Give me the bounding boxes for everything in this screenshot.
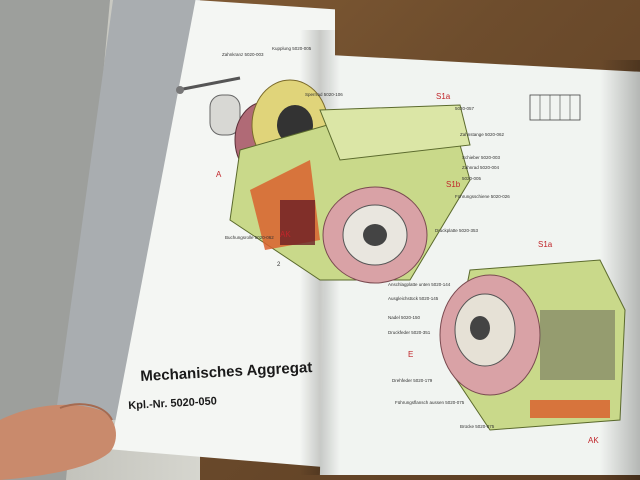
callout: Kupplung 5020-005 — [272, 46, 312, 51]
mechanism-illustration-top — [176, 76, 471, 284]
marker-s1b: S1b — [446, 180, 461, 189]
marker-ak: AK — [280, 230, 291, 239]
callout: 5020-005 — [462, 176, 482, 181]
callout: Brücke 5020-075 — [460, 424, 495, 429]
callout: Anschlagplatte unten 5020-144 — [388, 282, 451, 287]
callout: Zahnstange 5020-062 — [460, 132, 505, 137]
mechanism-illustration-bottom — [439, 259, 626, 431]
roller-cylinder — [209, 94, 241, 136]
callout: Druckfeder 5020-351 — [388, 330, 431, 335]
top-plate — [319, 104, 471, 161]
lever-arm — [176, 76, 241, 94]
callout: Zahnkranz 5020-003 — [222, 52, 264, 57]
hand-holding-page — [0, 403, 116, 480]
callout: Führungsschiene 5020-026 — [455, 194, 510, 199]
callout: 5020-057 — [455, 106, 475, 111]
marker-s1a: S1a — [436, 92, 451, 101]
callout: Drehfeder 5020-179 — [392, 378, 433, 383]
orange-bracket — [530, 400, 610, 418]
callout: Nadel 5020-150 — [388, 315, 421, 320]
drum-hub — [363, 224, 387, 246]
callout: Buchungsrolle 5020-062 — [225, 235, 274, 240]
callout: Führungsflansch aussen 5020-075 — [395, 400, 465, 405]
side-cavity — [540, 310, 615, 380]
marker-e: E — [408, 350, 414, 359]
callout: Druckplatte 5020-353 — [435, 228, 479, 233]
callout: Sperrrad 5020-106 — [305, 92, 343, 97]
right-table-diagram — [529, 94, 581, 121]
callout: Ausgleichstück 5020-145 — [388, 296, 439, 301]
marker-ak-2: AK — [588, 436, 599, 445]
page-number: 2 — [277, 262, 281, 268]
callout: Schieber 5020-003 — [462, 155, 501, 160]
marker-s1a-2: S1a — [538, 240, 553, 249]
dark-red-block — [280, 200, 315, 245]
drum-hub-2 — [470, 316, 490, 340]
callout: Zahnrad 5020-004 — [462, 165, 500, 170]
marker-a: A — [216, 170, 222, 179]
